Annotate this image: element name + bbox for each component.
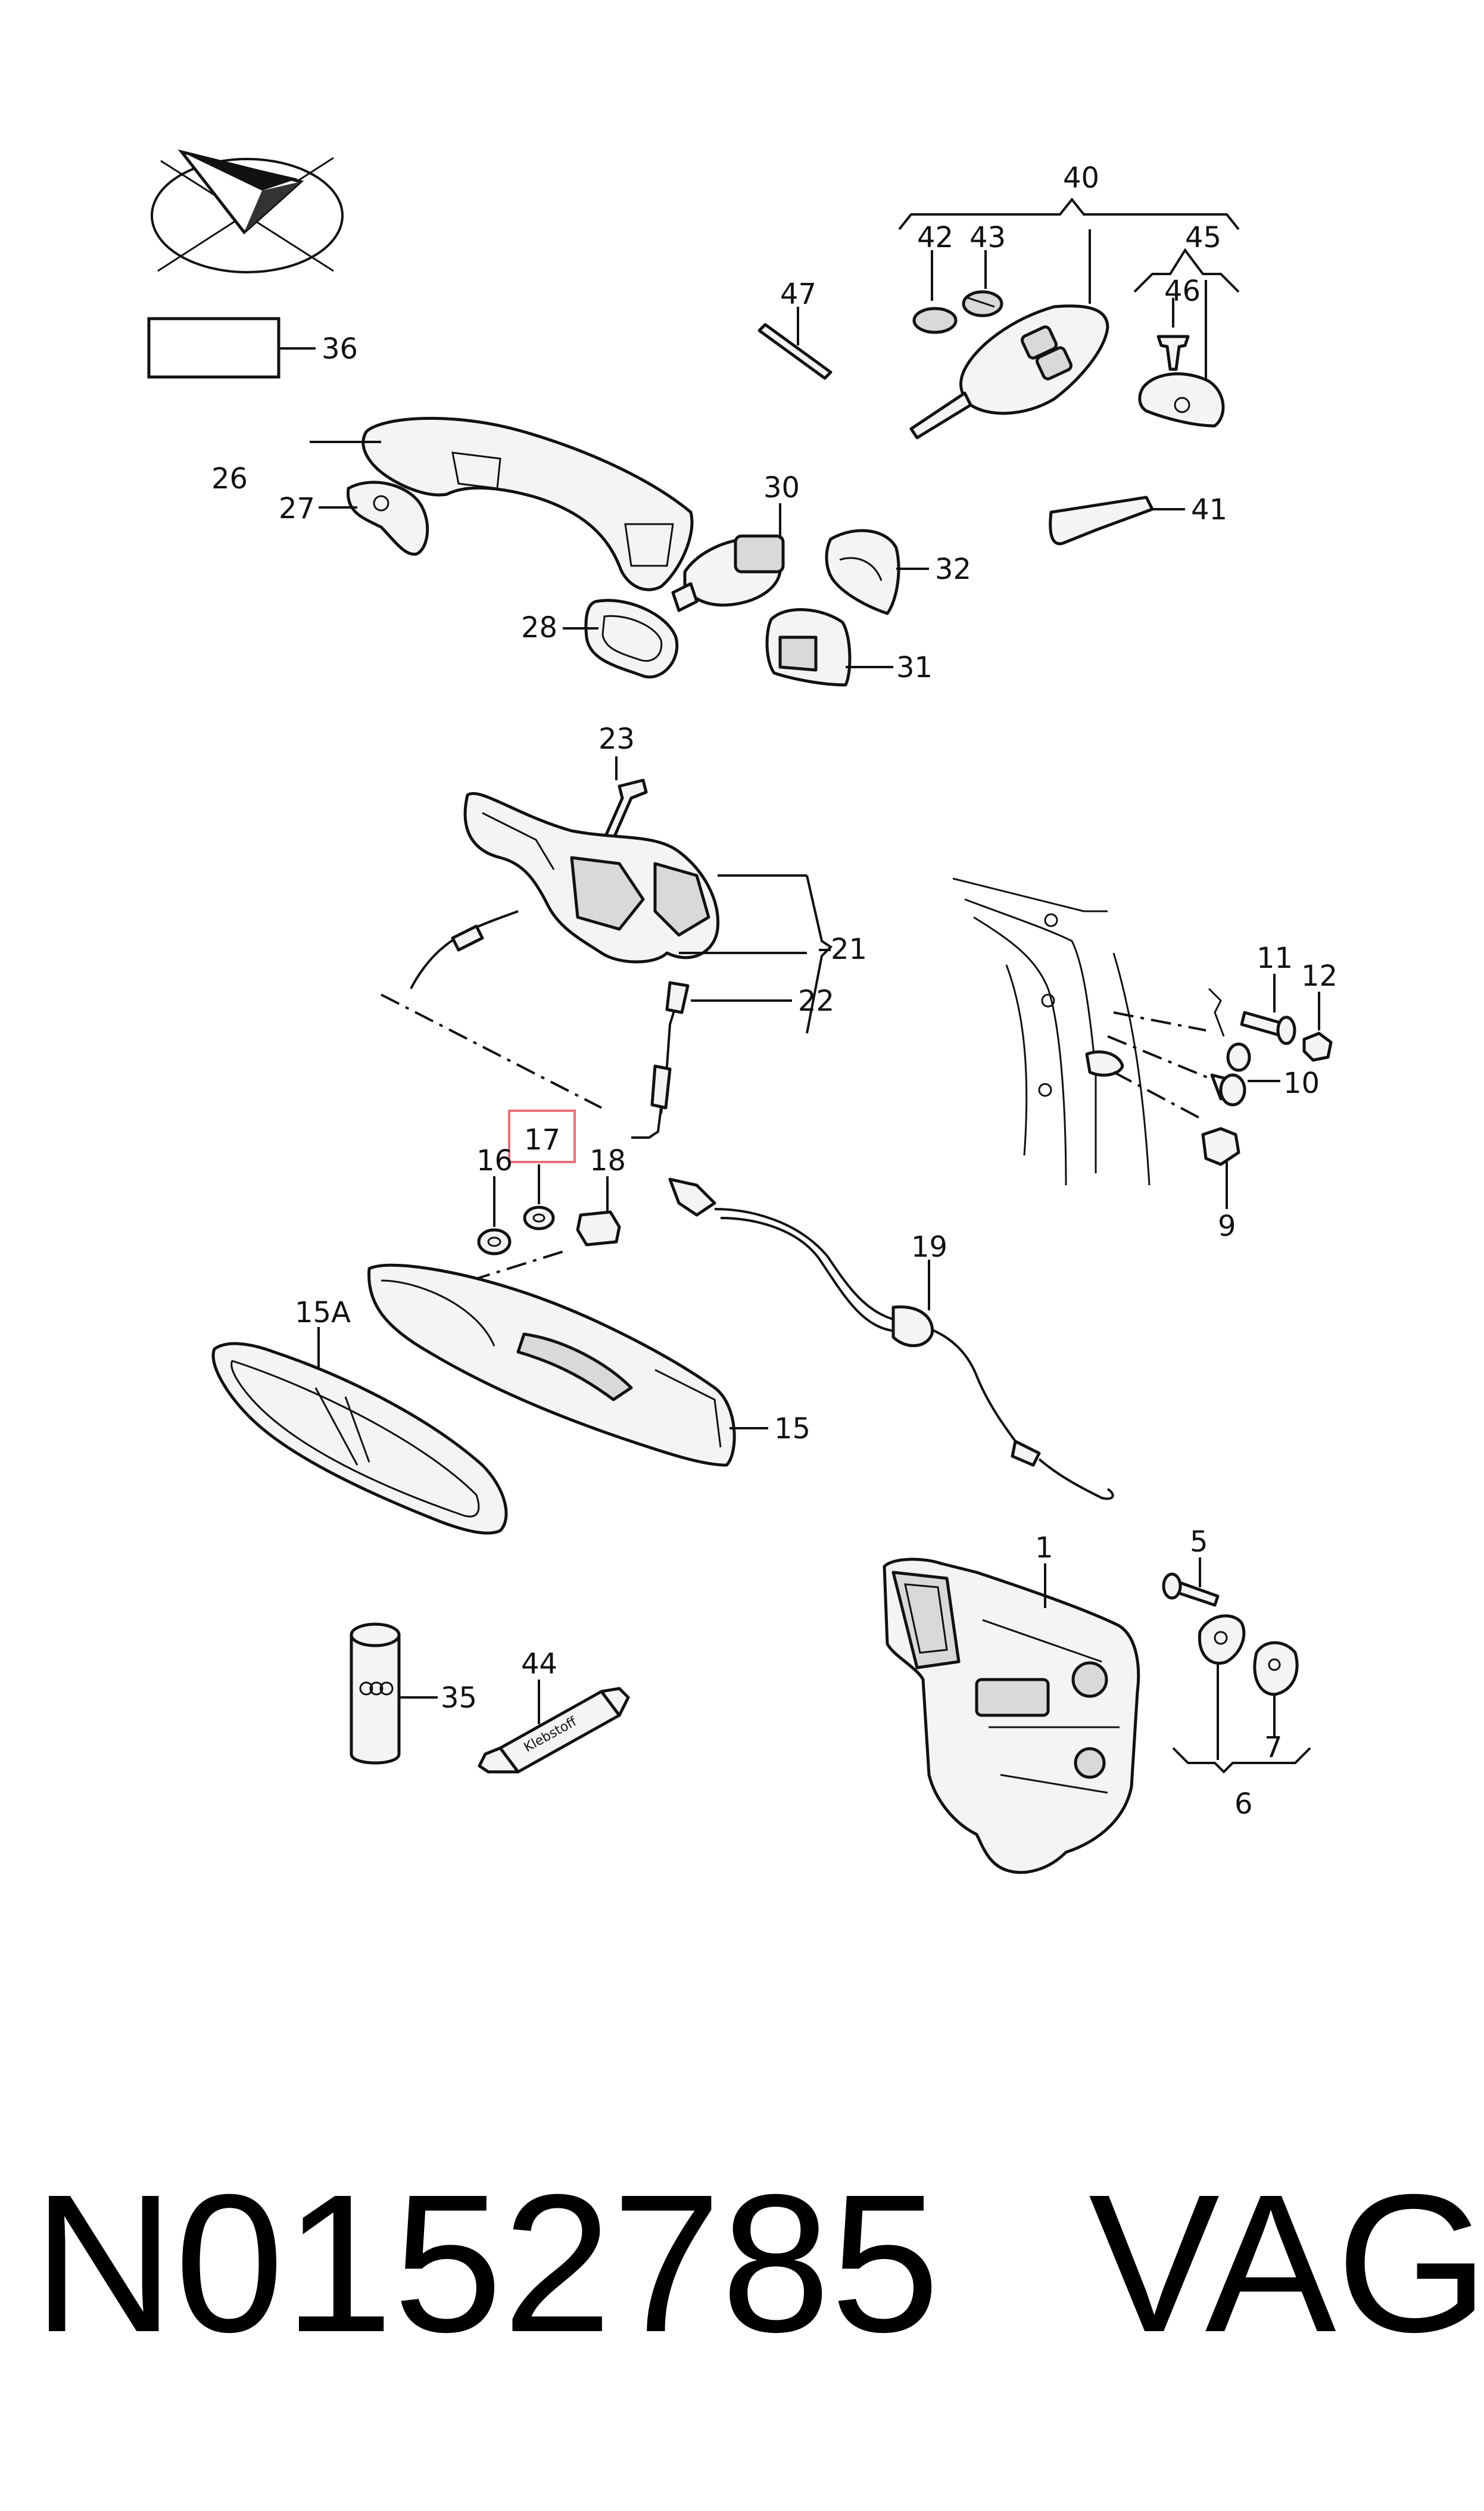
part-15a-handle-bezel <box>211 1327 508 1535</box>
label-18: 18 <box>590 1144 626 1177</box>
label-26: 26 <box>211 462 248 496</box>
label-15a: 15A <box>295 1296 351 1329</box>
part-40-remote-key <box>909 304 1109 440</box>
part-44-adhesive-tube: Klebstoff <box>478 1680 630 1774</box>
part-6-striker-group <box>1172 1614 1311 1774</box>
label-43: 43 <box>969 221 1006 254</box>
assembly-line-2 <box>470 1250 566 1282</box>
part-10-washer <box>1210 1042 1280 1107</box>
part-number-labels: 40 42 43 45 46 47 36 26 27 30 41 32 28 3… <box>211 161 1338 1821</box>
part-43-cap <box>962 250 1003 317</box>
assembly-line-1 <box>381 993 602 1109</box>
label-22: 22 <box>798 985 834 1018</box>
label-9: 9 <box>1218 1210 1236 1243</box>
part-17-washer <box>523 1164 555 1230</box>
part-15-inner-door-handle <box>367 1263 768 1467</box>
label-21: 21 <box>831 933 867 966</box>
label-44: 44 <box>521 1647 557 1681</box>
label-15: 15 <box>774 1412 810 1445</box>
part-40-remote-key-group <box>898 197 1240 304</box>
part-46-screw <box>1156 298 1190 371</box>
part-26-outer-door-handle <box>310 416 694 591</box>
label-7: 7 <box>1264 1731 1283 1764</box>
label-27: 27 <box>279 492 315 525</box>
part-12-nut <box>1302 992 1333 1062</box>
part-7-plate <box>1253 1641 1299 1736</box>
label-47: 47 <box>780 278 816 311</box>
label-10: 10 <box>1283 1067 1320 1100</box>
label-5: 5 <box>1190 1525 1208 1559</box>
label-35: 35 <box>441 1681 477 1715</box>
label-32: 32 <box>935 553 971 586</box>
part-22-release-cable <box>410 910 792 1139</box>
part-42-battery <box>912 250 958 334</box>
part-9-bolt <box>1201 1127 1240 1209</box>
door-panel-detail <box>952 877 1225 1186</box>
part-number-text: N0152785 <box>33 2153 940 2373</box>
label-11: 11 <box>1257 942 1293 975</box>
label-36: 36 <box>322 332 358 366</box>
part-19-bowden-cable <box>668 1177 1114 1500</box>
part-32-handle-cap <box>825 529 929 615</box>
part-35-spray-can <box>350 1622 438 1765</box>
label-40: 40 <box>1063 161 1099 195</box>
label-19: 19 <box>911 1230 947 1264</box>
part-27-handle-gasket <box>319 481 429 556</box>
part-36-label-plate <box>147 317 316 379</box>
direction-arrow-icon <box>151 149 344 273</box>
label-41: 41 <box>1191 493 1227 526</box>
part-28-seal-plate <box>563 599 679 679</box>
label-12: 12 <box>1301 959 1338 993</box>
label-31: 31 <box>896 651 933 684</box>
part-11-screw <box>1240 974 1296 1045</box>
label-45: 45 <box>1185 221 1221 254</box>
part-5-screw <box>1162 1557 1220 1607</box>
footer-caption: N0152785 VAG <box>33 2153 1484 2373</box>
part-23-screw <box>601 756 648 848</box>
part-1-door-lock <box>883 1557 1140 1874</box>
part-16-washer <box>477 1176 512 1256</box>
part-45-bracket-group <box>1133 248 1240 387</box>
part-17-highlight-box <box>508 1110 576 1163</box>
label-23: 23 <box>598 722 635 756</box>
label-30: 30 <box>763 471 800 504</box>
label-28: 28 <box>521 611 557 644</box>
part-47-pin <box>757 307 833 380</box>
label-1: 1 <box>1035 1531 1053 1565</box>
part-21-handle-carrier <box>463 792 833 1034</box>
label-6: 6 <box>1234 1787 1253 1821</box>
label-17: 17 <box>524 1123 560 1157</box>
brand-text: VAG <box>1089 2153 1484 2373</box>
part-41-key-blade <box>1049 496 1185 546</box>
part-30-lock-cylinder <box>671 503 785 612</box>
label-16: 16 <box>476 1144 513 1177</box>
part-45-bracket <box>1138 372 1225 428</box>
label-46: 46 <box>1164 275 1201 308</box>
part-31-cover <box>765 608 893 687</box>
label-42: 42 <box>917 221 953 254</box>
part-18-clip <box>576 1176 621 1247</box>
